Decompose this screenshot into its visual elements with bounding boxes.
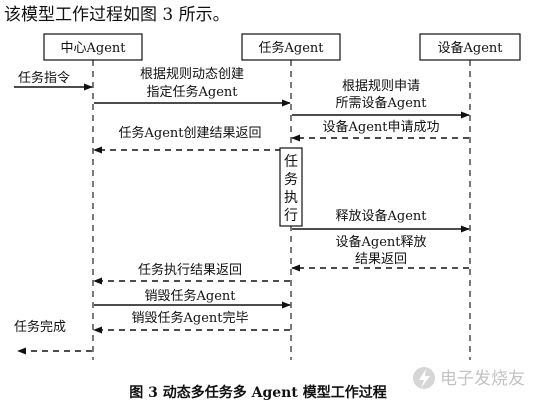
watermark-text: 电子发烧友 <box>440 369 525 389</box>
figure-caption: 图 3 动态多任务多 Agent 模型工作过程 <box>129 384 386 401</box>
exec-result-label: 任务执行结果返回 <box>138 262 242 278</box>
task-exec-char-2: 务 <box>284 172 298 188</box>
task-exec-char-3: 执 <box>284 190 298 206</box>
request-label-line2: 所需设备Agent <box>335 95 427 111</box>
release-result-line2: 结果返回 <box>355 252 407 267</box>
release-device-label: 释放设备Agent <box>335 208 427 224</box>
request-success-label: 设备Agent申请成功 <box>322 119 439 135</box>
destroy-done-label: 销毁任务Agent完毕 <box>131 310 248 326</box>
task-exec-char-4: 行 <box>284 208 298 224</box>
create-label-line1: 根据规则动态创建 <box>140 67 244 82</box>
release-result-line1: 设备Agent释放 <box>335 234 426 250</box>
task-agent-label: 任务Agent <box>258 40 324 56</box>
device-agent-label: 设备Agent <box>437 40 503 56</box>
request-label-line1: 根据规则申请 <box>342 79 420 94</box>
watermark: 电子发烧友 <box>413 367 525 389</box>
task-agent-box <box>241 33 341 61</box>
task-exec-char-1: 任 <box>284 154 298 170</box>
intro-text: 该模型工作过程如图 3 所示。 <box>4 5 230 25</box>
task-complete-label: 任务完成 <box>14 319 66 335</box>
center-agent-box <box>43 33 143 61</box>
create-label-line2: 指定任务Agent <box>146 84 238 100</box>
task-command-label: 任务指令 <box>18 70 70 86</box>
device-agent-box <box>419 33 521 61</box>
center-agent-label: 中心Agent <box>60 41 126 56</box>
destroy-task-label: 销毁任务Agent <box>144 288 236 304</box>
task-execution-box <box>279 147 303 227</box>
create-result-label: 任务Agent创建结果返回 <box>118 125 261 141</box>
